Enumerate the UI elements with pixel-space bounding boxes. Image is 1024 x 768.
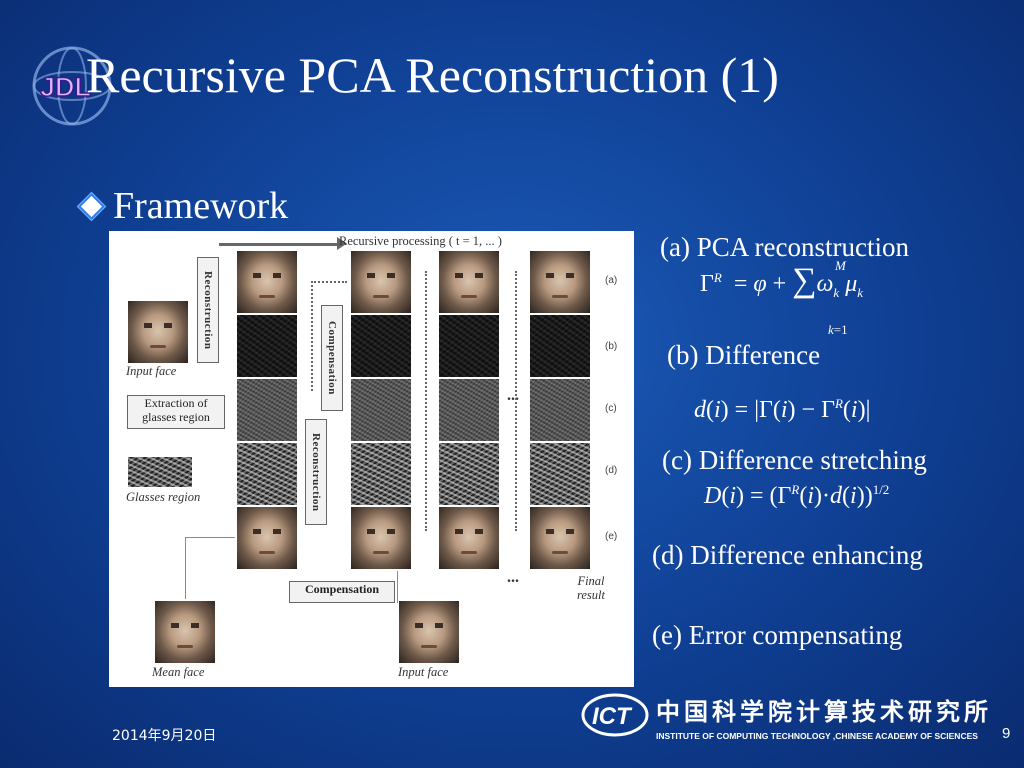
- compensated-face-col3: [439, 507, 499, 569]
- difference-image-col3: [439, 315, 499, 377]
- ellipsis-middle: ...: [507, 387, 519, 404]
- input-face-image: [128, 301, 188, 363]
- mean-face-connector-h: [185, 537, 235, 538]
- input-face-caption: Input face: [126, 364, 177, 378]
- bottom-input-face-image: [399, 601, 459, 663]
- svg-text:ICT: ICT: [592, 703, 633, 730]
- stretched-difference-col1: [237, 379, 297, 441]
- difference-image-col2: [351, 315, 411, 377]
- compensation-box: Compensation: [289, 581, 395, 603]
- extraction-box: Extraction of glasses region: [127, 395, 225, 429]
- bottom-input-face-caption: Input face: [398, 665, 449, 679]
- row-label-e: (e): [605, 531, 618, 542]
- compensated-face-col1: [237, 507, 297, 569]
- diamond-bullet-icon: [78, 192, 105, 220]
- input-face-connector: [397, 571, 398, 603]
- feedback-line-2: [311, 281, 347, 283]
- compensated-face-col2: [351, 507, 411, 569]
- difference-image-col1: [237, 315, 297, 377]
- svg-text:JDL: JDL: [40, 72, 91, 102]
- compensated-face-col4: [530, 507, 590, 569]
- mean-face-connector: [185, 537, 186, 599]
- annotation-b: (b) Difference: [667, 340, 821, 370]
- mean-face-image: [155, 601, 215, 663]
- row-label-b: (b): [605, 341, 618, 352]
- reconstruction-vertical-box: Reconstruction: [305, 419, 327, 525]
- mean-face-caption: Mean face: [152, 665, 205, 679]
- feedback-line-4: [515, 271, 517, 531]
- reconstructed-face-col4: [530, 251, 590, 313]
- page-number: 9: [1002, 725, 1011, 742]
- org-name-english: INSTITUTE OF COMPUTING TECHNOLOGY ,CHINE…: [656, 731, 978, 741]
- annotation-a: (a) PCA reconstruction: [660, 232, 909, 262]
- ellipsis-bottom: ...: [507, 569, 519, 586]
- ict-logo-icon: ICT: [581, 693, 649, 737]
- feedback-line-3: [425, 271, 427, 531]
- annotation-d: (d) Difference enhancing: [652, 540, 923, 570]
- arrow-head-icon: [337, 237, 347, 250]
- stretched-difference-col2: [351, 379, 411, 441]
- compensation-vertical-box: Compensation: [321, 305, 343, 411]
- reconstruction-box: Reconstruction: [197, 257, 219, 363]
- glasses-region-image: [128, 457, 192, 487]
- stretched-difference-col4: [530, 379, 590, 441]
- equation-stretching: D(i) = (ΓR(i)·d(i))1/2: [704, 482, 890, 509]
- framework-figure: Recursive processing ( t = 1, ... ) Inpu…: [109, 231, 634, 687]
- row-label-d: (d): [605, 465, 618, 476]
- enhanced-difference-col3: [439, 443, 499, 505]
- slide-title: Recursive PCA Reconstruction (1): [86, 47, 779, 103]
- equation-difference: d(i) = |Γ(i) − ΓR(i)|: [694, 396, 871, 423]
- annotation-c: (c) Difference stretching: [662, 445, 927, 475]
- reconstructed-face-col2: [351, 251, 411, 313]
- top-arrow-line: [219, 243, 341, 246]
- annotation-e: (e) Error compensating: [652, 620, 903, 650]
- final-result-caption: Final result: [576, 574, 605, 602]
- row-label-a: (a): [605, 275, 618, 286]
- row-label-c: (c): [605, 403, 617, 414]
- recursive-processing-label: Recursive processing ( t = 1, ... ): [339, 234, 502, 248]
- feedback-line-1: [311, 281, 313, 391]
- org-name-chinese: 中国科学院计算技术研究所: [656, 698, 992, 726]
- enhanced-difference-col2: [351, 443, 411, 505]
- enhanced-difference-col4: [530, 443, 590, 505]
- equation-pca-reconstruction: ΓR = φ + ∑ωk μk M k=1: [700, 258, 864, 337]
- bullet-item: Framework: [78, 184, 289, 228]
- reconstructed-face-col1: [237, 251, 297, 313]
- bullet-text: Framework: [113, 185, 289, 227]
- glasses-region-caption: Glasses region: [126, 490, 201, 504]
- reconstructed-face-col3: [439, 251, 499, 313]
- difference-image-col4: [530, 315, 590, 377]
- jdl-logo: JDL: [32, 46, 112, 126]
- stretched-difference-col3: [439, 379, 499, 441]
- footer-date: 2014年9月20日: [112, 728, 217, 744]
- enhanced-difference-col1: [237, 443, 297, 505]
